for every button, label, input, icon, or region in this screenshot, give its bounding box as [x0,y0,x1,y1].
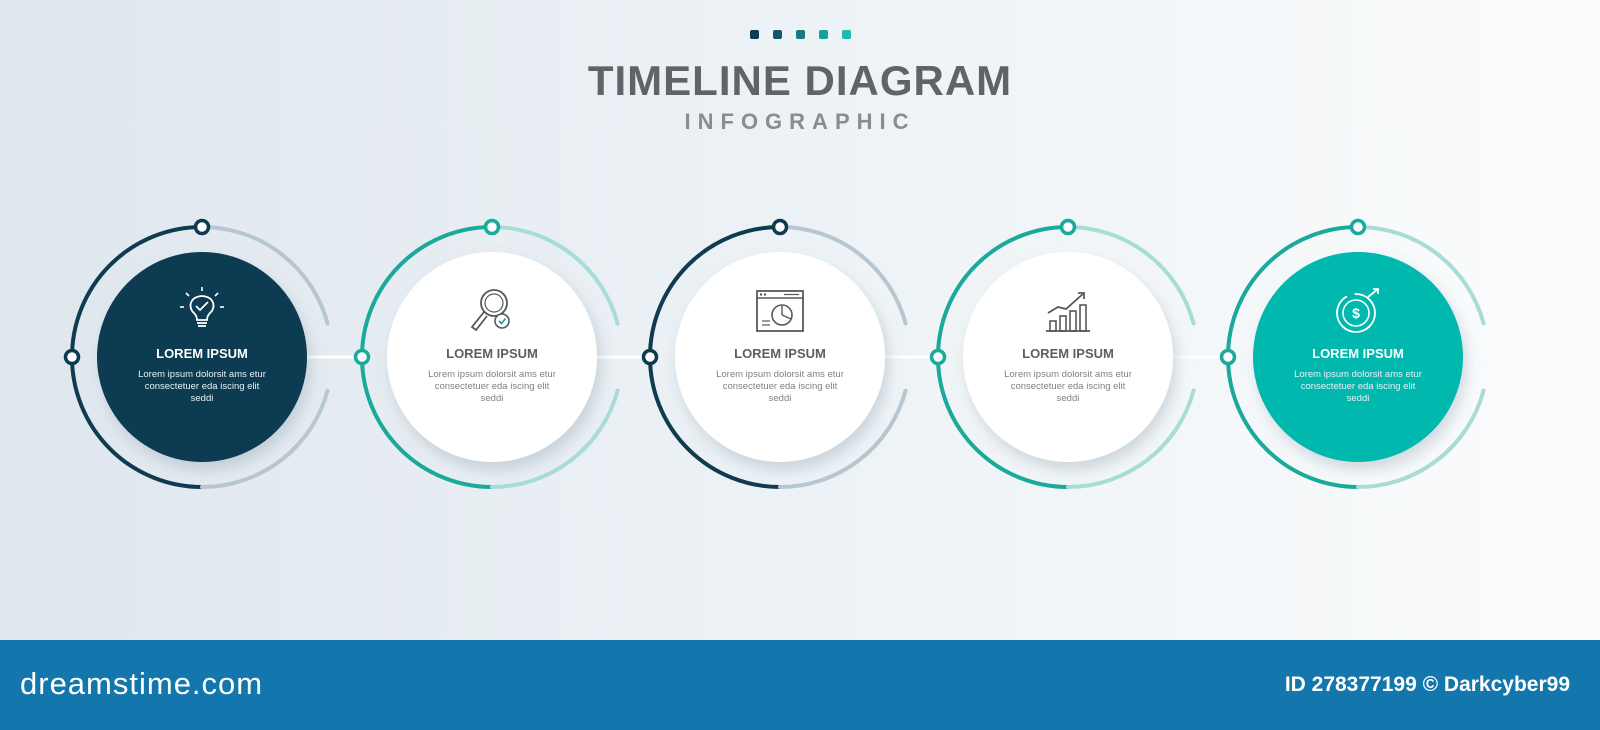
header-dot [772,30,782,39]
step-disc [1253,252,1463,462]
page-subtitle: INFOGRAPHIC [684,109,916,134]
step-description: Lorem ipsum dolorsit ams etur consectetu… [716,369,844,404]
footer-image-id: ID 278377199 © Darkcyber99 [1284,673,1570,696]
ring-arc-secondary [1356,225,1486,326]
magnifier-check-icon [470,289,510,332]
step-disc [675,252,885,462]
ring-node-left [641,348,659,366]
step-disc [97,252,307,462]
ring-arc-secondary [490,388,620,489]
ring-arc-secondary [1356,388,1486,489]
timeline-step: LOREM IPSUM Lorem ipsum dolorsit ams etu… [672,283,888,405]
ring-node-top [771,218,789,236]
decorative-dots [0,30,1600,40]
lightbulb-check-icon [180,287,224,327]
page-title: TIMELINE DIAGRAM [587,57,1013,104]
ring-arc-secondary [1066,388,1196,489]
timeline-step: LOREM IPSUM Lorem ipsum dolorsit ams etu… [384,283,600,405]
header-dot [818,30,828,39]
timeline-rings [63,218,1486,489]
timeline-step: $ LOREM IPSUM Lorem ipsum dolorsit ams e… [1250,283,1466,405]
timeline-step: LOREM IPSUM Lorem ipsum dolorsit ams etu… [960,283,1176,405]
timeline-diagram [63,218,1486,489]
step-title: LOREM IPSUM [1022,346,1114,361]
step-title: LOREM IPSUM [734,346,826,361]
step-description: Lorem ipsum dolorsit ams etur consectetu… [428,369,556,404]
ring-arc-secondary [778,388,908,489]
step-description: Lorem ipsum dolorsit ams etur consectetu… [138,369,266,404]
step-disc [963,252,1173,462]
ring-node-top [1059,218,1077,236]
timeline-step: LOREM IPSUM Lorem ipsum dolorsit ams etu… [94,283,310,405]
ring-arc-secondary [200,225,330,326]
footer-bar: dreamstime.com ID 278377199 © Darkcyber9… [0,640,1600,730]
header-dot [749,30,759,39]
ring-node-left [1219,348,1237,366]
ring-arc-secondary [1066,225,1196,326]
step-title: LOREM IPSUM [446,346,538,361]
ring-arc-secondary [490,225,620,326]
step-title: LOREM IPSUM [1312,346,1404,361]
header-dot [795,30,805,39]
timeline-discs [97,252,1463,462]
ring-node-top [483,218,501,236]
footer-brand: dreamstime.com [20,666,264,701]
step-description: Lorem ipsum dolorsit ams etur consectetu… [1004,369,1132,404]
header: TIMELINE DIAGRAM INFOGRAPHIC [0,30,1600,136]
ring-node-top [193,218,211,236]
ring-arc-secondary [778,225,908,326]
svg-text:$: $ [1352,305,1360,321]
ring-node-top [1349,218,1367,236]
browser-pie-chart-icon [756,290,804,332]
header-dot [841,30,851,39]
ring-node-left [353,348,371,366]
step-title: LOREM IPSUM [156,346,248,361]
step-description: Lorem ipsum dolorsit ams etur consectetu… [1294,369,1422,404]
ring-node-left [929,348,947,366]
step-disc [387,252,597,462]
growth-bar-chart-icon [1046,292,1090,332]
dollar-cycle-icon: $ [1336,288,1379,333]
ring-node-left [63,348,81,366]
ring-arc-secondary [200,388,330,489]
